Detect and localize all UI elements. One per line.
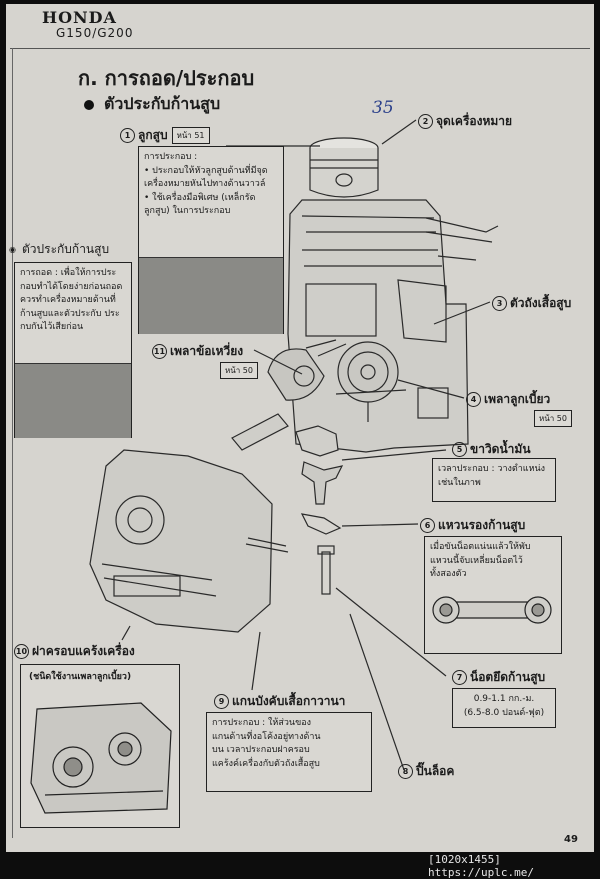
torque-value-imperial: (6.5-8.0 ปอนด์-ฟุต)	[463, 707, 545, 718]
camshaft-illustration	[335, 341, 407, 422]
crankcase-cover-box: (ชนิดใช้งานเพลาลูกเบี้ยว)	[20, 664, 180, 828]
piston-note-item: • ประกอบให้หัวลูกสูบด้านที่มีจุดเครื่องห…	[144, 165, 268, 190]
bullet-icon	[84, 99, 94, 110]
subsection-title-text: ตัวประกับก้านสูบ	[104, 94, 221, 113]
oil-dipper-note-line: เช่นในภาพ	[438, 477, 481, 488]
page-number: 49	[564, 834, 578, 845]
governor-note-line: แคร้งค์เครื่องกับตัวถังเสื้อสูบ	[212, 758, 320, 769]
oil-dipper-note-line: เวลาประกอบ : วางตำแหน่ง	[438, 464, 546, 474]
governor-note-line: การประกอบ : ให้ส่วนของ	[212, 718, 312, 728]
piston-note-title: การประกอบ :	[144, 152, 198, 162]
rod-cap-note-line: กบกันไว้เสียก่อน	[20, 322, 84, 332]
crankshaft-illustration	[231, 339, 347, 451]
model-label: G150/G200	[56, 26, 134, 40]
rod-cap-note-line: การถอด : เพื่อให้การประ	[20, 268, 117, 278]
handwritten-note: 35	[372, 98, 394, 118]
margin-rule	[12, 48, 13, 838]
rod-washer-note-box: เมื่อขันน็อตแน่นแล้วให้พับ แหวนนี้จับเหล…	[424, 536, 562, 654]
header-rule	[10, 48, 590, 49]
oil-dipper-note-box: เวลาประกอบ : วางตำแหน่ง เช่นในภาพ	[432, 458, 556, 502]
manual-page: HONDA G150/G200 ก. การถอด/ประกอบ ตัวประก…	[6, 4, 594, 852]
crankcase-cover-illustration	[89, 449, 289, 633]
subsection-title: ตัวประกับก้านสูบ	[84, 92, 220, 117]
rod-washer-note-line: ทั้งสองตัว	[430, 569, 467, 579]
rod-cap-photo	[15, 363, 131, 438]
footer-watermark: [1020x1455] https://uplc.me/	[428, 853, 534, 879]
torque-value: 0.9-1.1 กก.-ม.	[473, 694, 535, 704]
governor-note-line: บน เวลาประกอบฝาครอบ	[212, 745, 310, 755]
rod-washer-note-line: แหวนนี้จับเหลี่ยมน็อตไว้	[430, 555, 523, 566]
ref-crankshaft: หน้า 50	[220, 362, 258, 379]
rod-cap-note-line: กอบทำได้โดยง่ายก่อนถอด	[20, 281, 123, 292]
ref-camshaft: หน้า 50	[534, 410, 572, 427]
rod-cap-note-line: ก้านสูบและตัวประกับ ประ	[20, 308, 120, 319]
rod-cap-note-box: การถอด : เพื่อให้การประ กอบทำได้โดยง่ายก…	[14, 262, 132, 438]
rod-cap-illustration	[295, 425, 344, 595]
label-rod-cap-heading: ◉ตัวประกับก้านสูบ	[6, 240, 109, 259]
rod-nut-torque-box: 0.9-1.1 กก.-ม. (6.5-8.0 ปอนด์-ฟุต)	[452, 688, 556, 728]
brand-logo: HONDA	[42, 8, 117, 27]
ref-crankshaft-wrap: หน้า 50	[216, 362, 258, 379]
piston-illustration	[309, 137, 379, 265]
piston-note-item: • ใช้เครื่องมือพิเศษ (เหล็กรัดลูกสูบ) ใน…	[144, 192, 256, 217]
cylinder-block-illustration	[287, 199, 499, 453]
crankcase-cover-note: (ชนิดใช้งานเพลาลูกเบี้ยว)	[29, 672, 132, 682]
rod-washer-note-line: เมื่อขันน็อตแน่นแล้วให้พับ	[430, 542, 531, 552]
section-title: ก. การถอด/ประกอบ	[78, 66, 255, 90]
washer-illustration	[432, 595, 552, 624]
rod-cap-note-line: ควรทำเครื่องหมายด้านที่	[20, 295, 116, 305]
piston-tool-photo	[139, 257, 283, 334]
piston-note-box: การประกอบ : • ประกอบให้หัวลูกสูบด้านที่ม…	[138, 146, 284, 334]
crankcase-cover-detail-illustration	[30, 701, 172, 814]
ref-piston: หน้า 51	[171, 127, 210, 144]
ref-camshaft-wrap: หน้า 50	[530, 410, 572, 427]
pointer-icon: ◉	[9, 245, 16, 254]
governor-note-line: แกนด้านที่งอโค้งอยู่ทางด้าน	[212, 731, 321, 742]
governor-note-box: การประกอบ : ให้ส่วนของ แกนด้านที่งอโค้งอ…	[206, 712, 372, 792]
